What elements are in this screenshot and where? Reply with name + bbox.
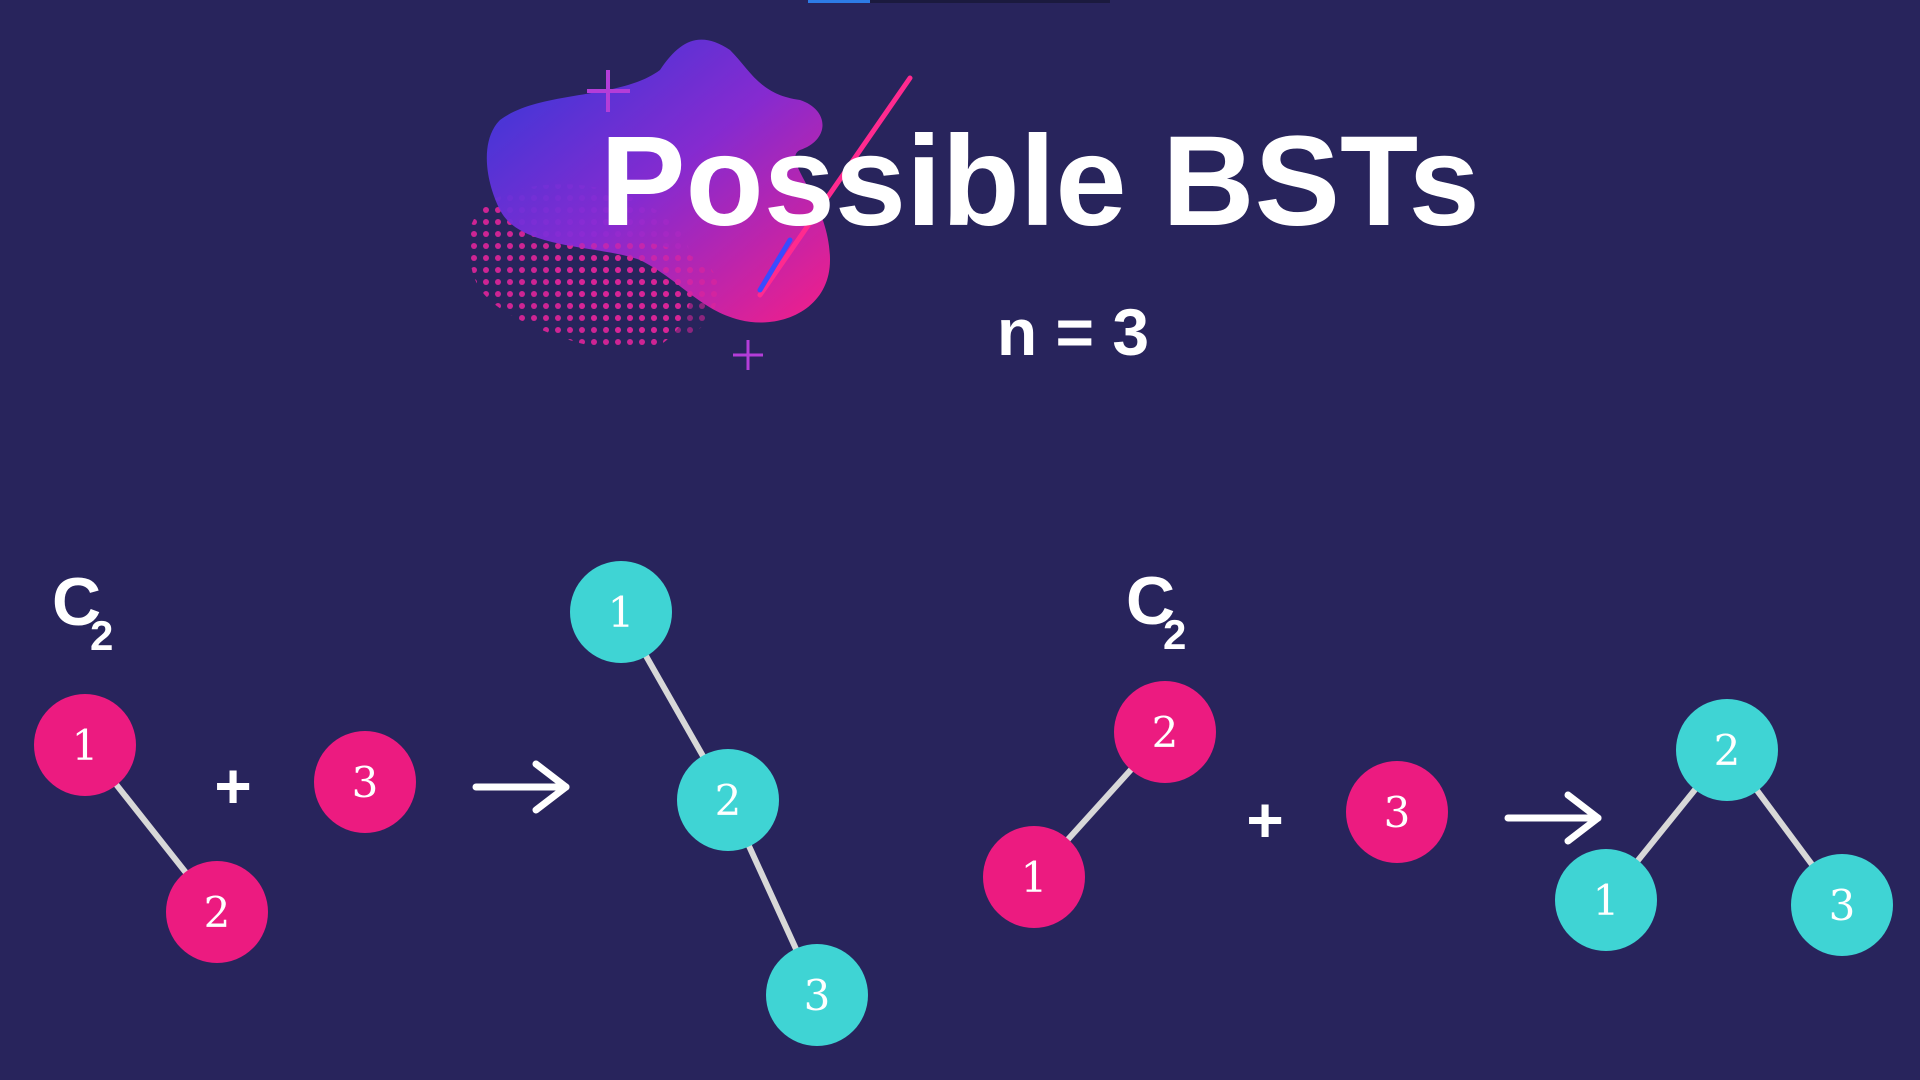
- tree-node: 2: [1114, 681, 1216, 783]
- added-node: 3: [1346, 761, 1448, 863]
- tree-node: 1: [983, 826, 1085, 928]
- bst-group-1: C 2 1 2 + 3 1 2: [34, 561, 868, 1046]
- node-label: 2: [1714, 726, 1741, 775]
- tree-node: 1: [570, 561, 672, 663]
- node-label: 2: [715, 776, 742, 825]
- accent-line: [757, 75, 913, 298]
- tree-node: 1: [1555, 849, 1657, 951]
- node-label: 3: [1829, 881, 1856, 930]
- decorative-blob: [468, 39, 913, 370]
- node-label: 2: [1152, 708, 1179, 757]
- catalan-subscript: 2: [90, 612, 113, 659]
- arrow-right-icon: [472, 760, 570, 814]
- node-label: 1: [1021, 853, 1048, 902]
- plus-sparkle-icon: [587, 70, 630, 112]
- plus-sparkle-small-icon: [733, 340, 763, 370]
- plus-sign: +: [1246, 784, 1283, 856]
- top-strip: [808, 0, 1110, 3]
- node-label: 1: [1593, 876, 1620, 925]
- catalan-label: C: [1126, 563, 1175, 639]
- node-label: 1: [72, 721, 99, 770]
- page-subtitle: n = 3: [997, 295, 1149, 369]
- arrow-right-icon: [1504, 791, 1602, 845]
- node-label: 1: [608, 588, 635, 637]
- tree-node: 2: [166, 861, 268, 963]
- tree-node: 3: [766, 944, 868, 1046]
- top-strip-highlight: [808, 0, 870, 3]
- tree-node: 2: [1676, 699, 1778, 801]
- node-label: 3: [804, 971, 831, 1020]
- node-label: 2: [204, 888, 231, 937]
- catalan-subscript: 2: [1163, 611, 1186, 658]
- page-title: Possible BSTs: [600, 110, 1480, 253]
- bst-group-2: C 2 2 1 + 3 2 1: [983, 563, 1893, 956]
- tree-node: 2: [677, 749, 779, 851]
- plus-sign: +: [214, 750, 251, 822]
- accent-line-blue: [757, 237, 793, 293]
- catalan-label: C: [52, 564, 101, 640]
- added-node: 3: [314, 731, 416, 833]
- tree-node: 1: [34, 694, 136, 796]
- node-label: 3: [1384, 788, 1411, 837]
- node-label: 3: [352, 758, 379, 807]
- tree-node: 3: [1791, 854, 1893, 956]
